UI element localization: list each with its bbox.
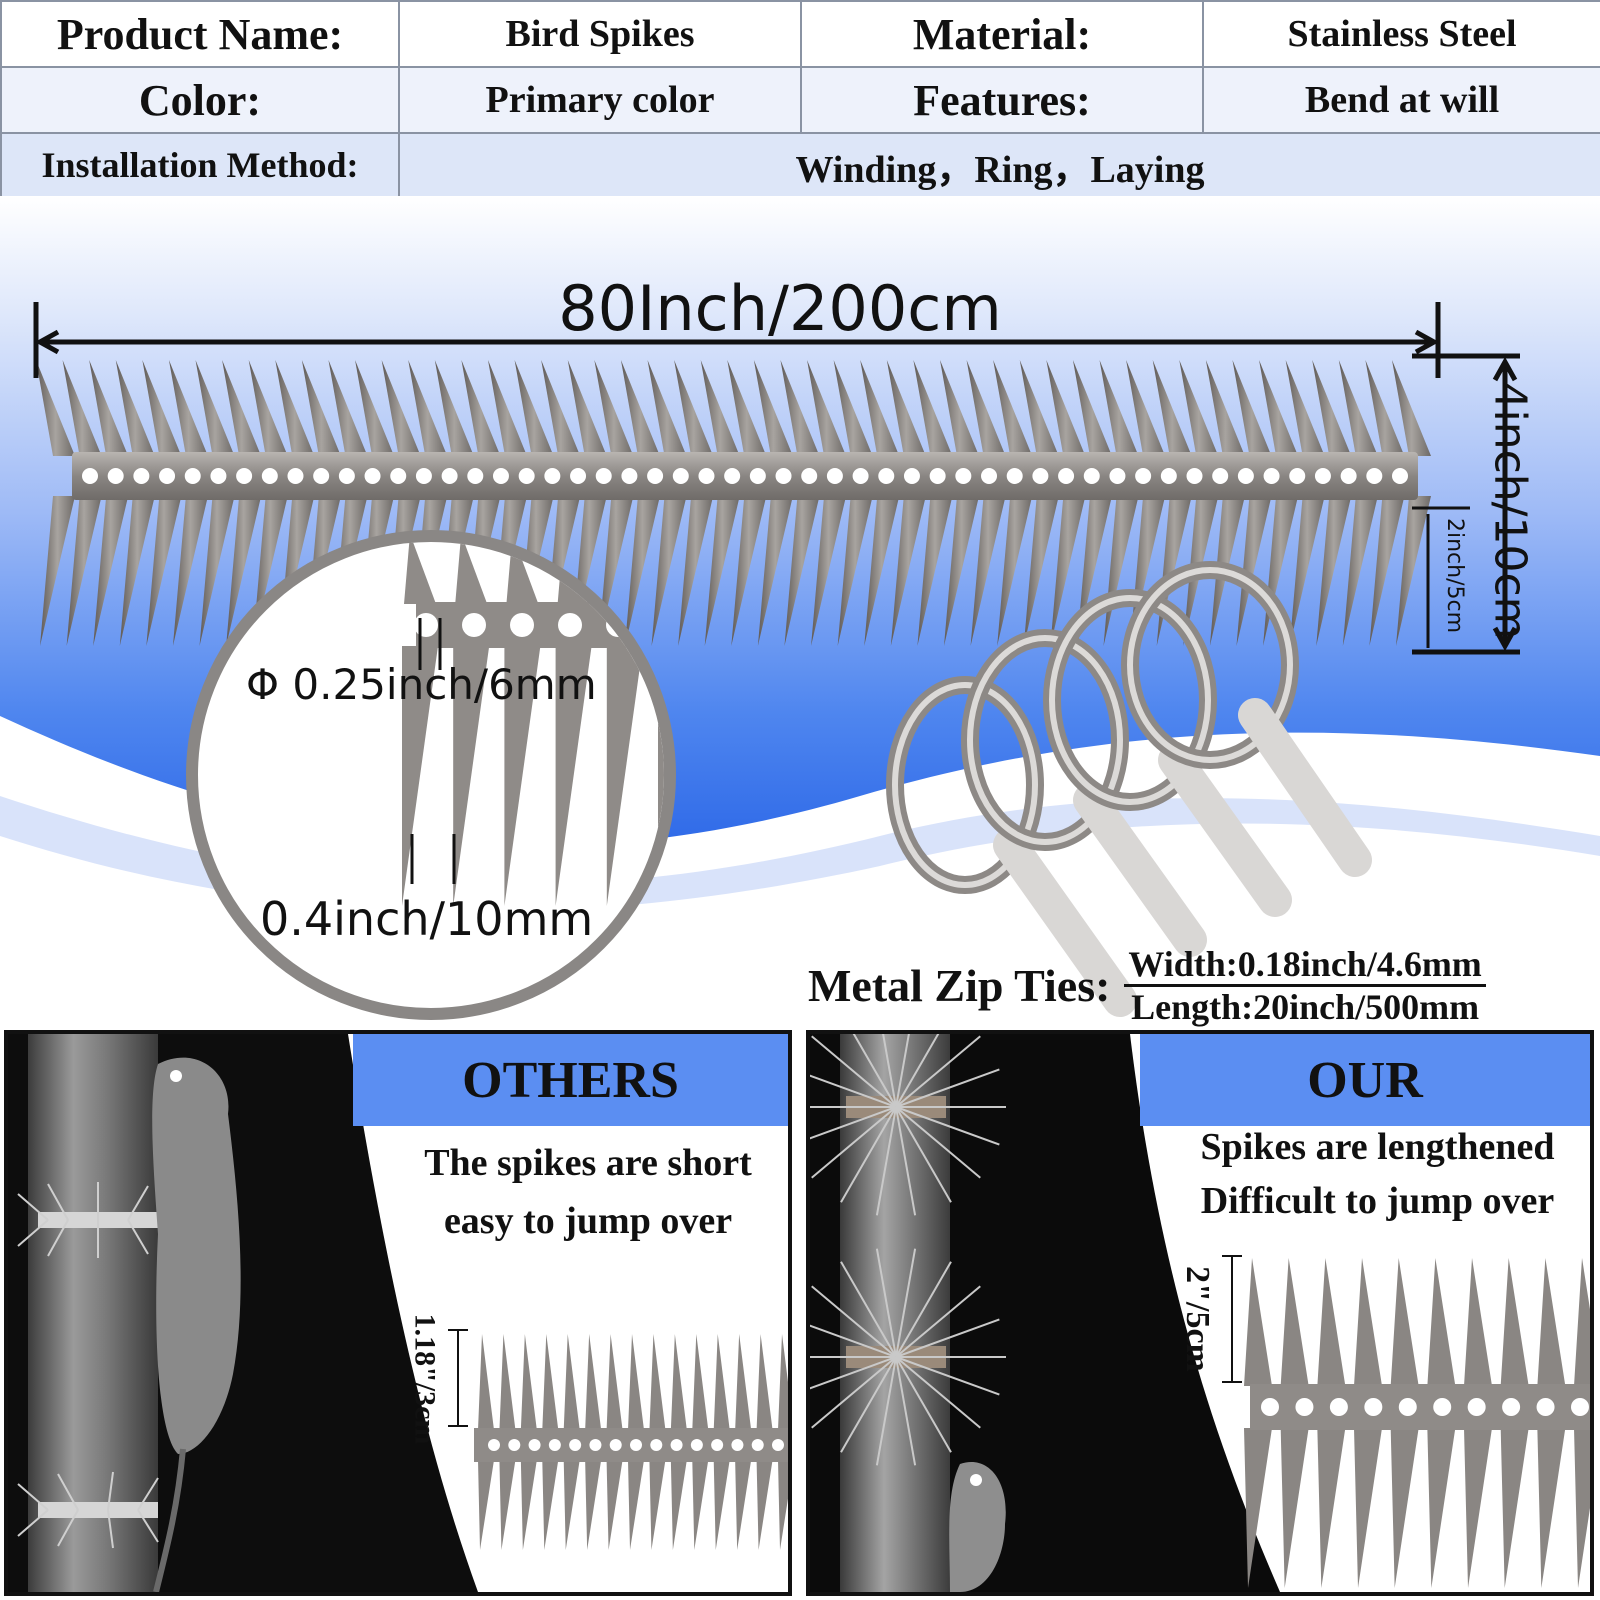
spike-strip-illustration [33, 302, 1520, 1017]
zip-tie-2 [961, 629, 1207, 957]
our-title: OUR [1140, 1034, 1590, 1126]
our-comparison-panel: OUR Spikes are lengthened Difficult to j… [806, 1030, 1594, 1596]
pole [840, 1034, 950, 1592]
our-description: Spikes are lengthened Difficult to jump … [1165, 1120, 1590, 1228]
length-dimension: 80Inch/200cm [558, 272, 1002, 345]
spec-row-1: Product Name: Bird Spikes Material: Stai… [0, 0, 1600, 68]
material-label: Material: [800, 0, 1204, 68]
spike-height-dimension: 2inch/5cm [1442, 517, 1468, 633]
zip-tie-3 [1043, 589, 1292, 917]
zip-tie-length: Length:20inch/500mm [1131, 987, 1480, 1027]
spike-gap-label: 0.4inch/10mm [260, 892, 594, 946]
long-spike-strip [1222, 1255, 1590, 1588]
others-line-2: easy to jump over [443, 1200, 733, 1242]
zip-tie-caption: Metal Zip Ties: Width:0.18inch/4.6mm Len… [808, 944, 1486, 1027]
others-line-1: The spikes are short [424, 1142, 752, 1184]
spike-base-strip [72, 452, 1418, 500]
zip-tie-specs: Width:0.18inch/4.6mm Length:20inch/500mm [1124, 944, 1486, 1027]
product-name-value: Bird Spikes [398, 0, 802, 68]
rat-climbing [152, 1057, 241, 1592]
our-line-1: Spikes are lengthened [1200, 1126, 1555, 1168]
others-comparison-panel: OTHERS The spikes are short easy to jump… [4, 1030, 792, 1596]
spec-row-2: Color: Primary color Features: Bend at w… [0, 66, 1600, 134]
others-spike-height: 1.18"/3cm [408, 1313, 442, 1445]
short-spike-strip [448, 1329, 788, 1550]
installation-value: Winding，Ring，Laying [398, 132, 1600, 198]
others-description: The spikes are short easy to jump over [388, 1134, 788, 1250]
magnifier-detail: Φ 0.25inch/6mm 0.4inch/10mm [186, 530, 676, 1020]
pole [28, 1034, 158, 1592]
height-dimension-line [1412, 353, 1520, 655]
short-spikes-on-pole [17, 1182, 159, 1549]
zip-tie-label: Metal Zip Ties: [808, 960, 1111, 1011]
long-spikes-on-pole [810, 1034, 1006, 1466]
our-line-2: Difficult to jump over [1200, 1180, 1555, 1222]
upper-spikes [36, 360, 1431, 456]
color-label: Color: [0, 66, 400, 134]
zip-tie-width: Width:0.18inch/4.6mm [1124, 944, 1486, 987]
our-spike-height: 2"/5cm [1179, 1266, 1216, 1372]
metal-zip-ties [886, 561, 1372, 1017]
product-name-label: Product Name: [0, 0, 400, 68]
hole-diameter-label: Φ 0.25inch/6mm [246, 660, 597, 709]
zip-tie-4 [1121, 561, 1372, 877]
material-value: Stainless Steel [1202, 0, 1600, 68]
length-dimension-line [33, 302, 1441, 378]
zip-tie-1 [886, 676, 1137, 1017]
strip-holes [82, 468, 1408, 484]
features-label: Features: [800, 66, 1204, 134]
others-title: OTHERS [353, 1034, 788, 1126]
magnified-spikes [402, 542, 664, 906]
features-value: Bend at will [1202, 66, 1600, 134]
color-value: Primary color [398, 66, 802, 134]
rat-below [949, 1462, 1006, 1592]
